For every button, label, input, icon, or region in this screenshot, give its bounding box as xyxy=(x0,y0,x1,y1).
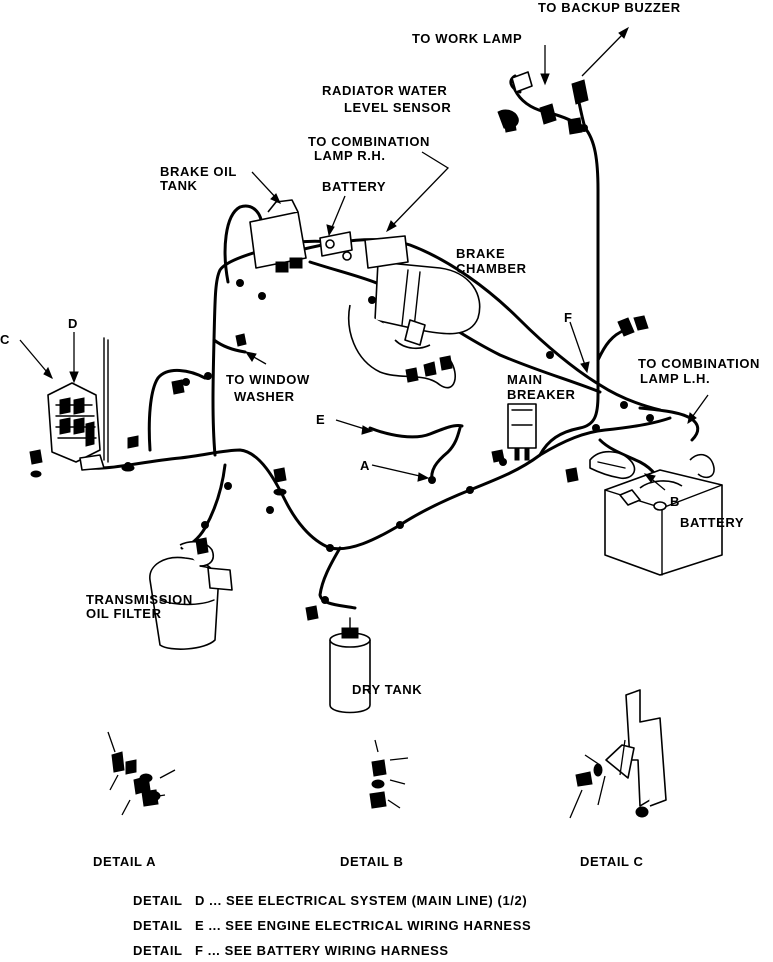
labels: TO BACKUP BUZZER TO WORK LAMP RADIATOR W… xyxy=(0,0,760,697)
detail-b-drawing xyxy=(369,739,409,809)
detail-a-drawing xyxy=(107,731,176,816)
label-comb-lh-line2: LAMP L.H. xyxy=(640,371,710,386)
battery-connector-top xyxy=(319,231,353,261)
note-detail-f: DETAIL F ... SEE BATTERY WIRING HARNESS xyxy=(133,943,449,957)
label-callout-c: C xyxy=(0,332,10,347)
label-comb-lh-line1: TO COMBINATION xyxy=(638,356,760,371)
label-battery-right: BATTERY xyxy=(680,515,744,530)
mounting-bolts xyxy=(29,117,579,621)
detail-b-title: DETAIL B xyxy=(340,854,404,869)
label-to-backup-buzzer: TO BACKUP BUZZER xyxy=(538,0,681,15)
label-to-window-line2: WASHER xyxy=(234,389,295,404)
label-radiator-line2: LEVEL SENSOR xyxy=(344,100,451,115)
label-callout-d: D xyxy=(68,316,78,331)
leader-lines xyxy=(19,26,709,491)
label-radiator-line1: RADIATOR WATER xyxy=(322,83,447,98)
label-brake-oil-line1: BRAKE OIL xyxy=(160,164,237,179)
note-detail-e: DETAIL E ... SEE ENGINE ELECTRICAL WIRIN… xyxy=(133,918,531,933)
battery-main xyxy=(589,450,723,576)
label-callout-a: A xyxy=(360,458,370,473)
note-detail-d: DETAIL D ... SEE ELECTRICAL SYSTEM (MAIN… xyxy=(133,893,527,908)
label-battery-top: BATTERY xyxy=(322,179,386,194)
brake-oil-tank xyxy=(249,199,307,273)
main-breaker xyxy=(507,403,537,461)
label-dry-tank: DRY TANK xyxy=(352,682,422,697)
transmission-oil-filter xyxy=(149,537,233,650)
label-trans-line2: OIL FILTER xyxy=(86,606,162,621)
label-brake-oil-line2: TANK xyxy=(160,178,198,193)
label-callout-f: F xyxy=(564,310,573,325)
fuse-box-detail-c-d xyxy=(47,337,109,471)
detail-c-title: DETAIL C xyxy=(580,854,644,869)
label-main-breaker-line2: BREAKER xyxy=(507,387,575,402)
detail-c-drawing xyxy=(569,689,667,819)
label-brake-chamber-line1: BRAKE xyxy=(456,246,505,261)
label-trans-line1: TRANSMISSION xyxy=(86,592,193,607)
detail-a-title: DETAIL A xyxy=(93,854,156,869)
label-callout-b: B xyxy=(670,494,680,509)
label-callout-e: E xyxy=(316,412,325,427)
label-main-breaker-line1: MAIN xyxy=(507,372,543,387)
label-comb-rh-line1: TO COMBINATION xyxy=(308,134,430,149)
label-to-work-lamp: TO WORK LAMP xyxy=(412,31,522,46)
label-comb-rh-line2: LAMP R.H. xyxy=(314,148,386,163)
lamp-lh-connectors xyxy=(617,315,649,337)
label-brake-chamber-line2: CHAMBER xyxy=(456,261,527,276)
label-to-window-line1: TO WINDOW xyxy=(226,372,310,387)
dry-tank xyxy=(329,617,371,714)
